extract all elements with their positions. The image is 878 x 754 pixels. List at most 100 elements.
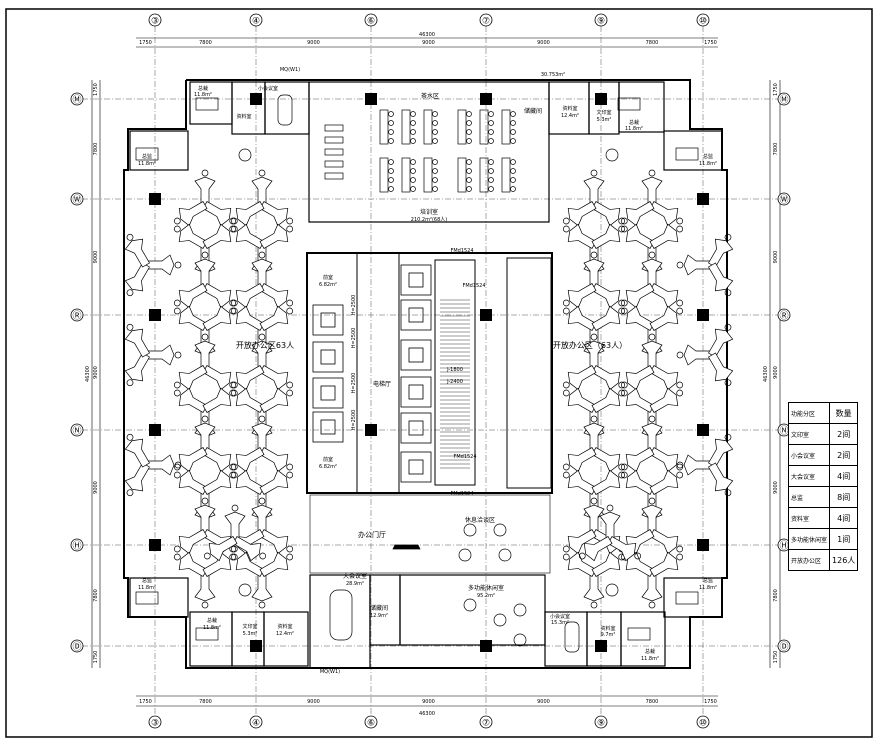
axis-label-row: Ⓜ: [72, 95, 81, 106]
chair: [410, 177, 416, 183]
chair: [410, 159, 416, 165]
elevator-cab: [408, 272, 424, 288]
bottom-dimension: 9000: [307, 699, 320, 705]
chair: [388, 177, 394, 183]
axis-label-column: ⑥: [367, 719, 375, 729]
chair: [410, 129, 416, 135]
room-area-lobby-b: 6.82m²: [319, 464, 337, 470]
meeting-table: [564, 621, 580, 653]
overall-width: 46300: [419, 32, 435, 38]
label-height-vertical: H=2500: [351, 373, 357, 394]
chair: [488, 111, 494, 117]
elevator-cab: [408, 420, 424, 436]
column: [149, 539, 161, 551]
axis-label-row: Ⓜ: [779, 95, 788, 106]
legend-row: 文印室 2间: [787, 423, 859, 445]
top-dimension: 9000: [537, 40, 550, 46]
room-area-archive-top-right: 12.4m²: [561, 113, 579, 119]
chair: [466, 168, 472, 174]
chair: [466, 186, 472, 192]
left-dimension: 9000: [93, 251, 99, 264]
chair: [510, 168, 516, 174]
chair: [488, 159, 494, 165]
round-table: [498, 548, 512, 562]
label-window: MQ(W1): [280, 67, 300, 73]
workstation: [620, 305, 684, 363]
room-label-open-office-right: 开放办公区（63人）: [553, 340, 627, 350]
axis-bubble: [364, 13, 378, 27]
elevator-cab: [320, 312, 336, 328]
meeting-table: [277, 94, 293, 126]
office-desk: [675, 147, 699, 161]
workstation: [230, 169, 294, 227]
chair: [432, 177, 438, 183]
label-height-vertical: H=2500: [351, 328, 357, 349]
round-table: [238, 148, 252, 162]
label-window: MQ(W1): [320, 669, 340, 675]
room-label-gm-top-left: 总裁: [198, 85, 208, 92]
elevator-cab: [408, 384, 424, 400]
workstation: [173, 251, 237, 309]
room-label-archive-top-right: 资料室: [562, 105, 577, 112]
legend-count: 4间: [829, 465, 859, 487]
elevator-cab: [408, 459, 424, 475]
room-area-large-meeting: 28.9m²: [346, 581, 364, 587]
legend-count: 2间: [829, 423, 859, 445]
axis-bubble: [70, 192, 84, 206]
axis-bubble: [70, 639, 84, 653]
label-fire-door: FMd1524: [453, 454, 476, 460]
room-area-multi-activity: 95.2m²: [477, 593, 495, 599]
overall-width-bottom: 46300: [419, 711, 435, 717]
elevator-car: [400, 376, 432, 408]
label-height: J-2400: [446, 379, 463, 385]
column: [250, 640, 262, 652]
axis-label-column: ⑦: [482, 719, 490, 729]
room-area-gm-top-left: 11.8m²: [194, 92, 212, 98]
legend-table: 功能分区 数量 文印室 2间 小会议室 2间 大会议室 4间 总监 8间 资料室…: [787, 402, 859, 571]
right-dimension: 1750: [773, 83, 779, 96]
legend-row: 开放办公区 126人: [787, 549, 859, 571]
axis-label-row: Ⓓ: [72, 642, 81, 653]
axis-label-column: ⑨: [597, 17, 605, 27]
elevator-car: [312, 411, 344, 443]
chair: [432, 159, 438, 165]
column: [365, 424, 377, 436]
axis-bubble: [148, 13, 162, 27]
axis-label-column: ⑩: [699, 719, 707, 729]
chair: [388, 111, 394, 117]
column: [480, 640, 492, 652]
chair: [410, 111, 416, 117]
axis-label-row: Ⓗ: [779, 541, 788, 552]
elevator-cab: [320, 385, 336, 401]
column: [697, 539, 709, 551]
round-table: [493, 523, 507, 537]
room-label-lobby-a: 前室: [323, 274, 333, 281]
legend-row: 大会议室 4间: [787, 465, 859, 487]
column: [149, 309, 161, 321]
elevator-car: [312, 341, 344, 373]
workstation: [676, 433, 734, 497]
chair: [466, 159, 472, 165]
room-label-office-lobby: 办公门厅: [358, 530, 386, 539]
top-dimension: 1750: [704, 40, 717, 46]
chair: [510, 159, 516, 165]
chair: [510, 120, 516, 126]
room-label-training: 培训室: [420, 208, 438, 216]
right-dimension: 9000: [773, 366, 779, 379]
axis-label-row: Ⓦ: [779, 195, 788, 206]
office-desk: [627, 627, 651, 641]
workstation: [230, 551, 294, 609]
bottom-dimension: 9000: [422, 699, 435, 705]
sheet-border: [5, 8, 873, 738]
chair: [466, 138, 472, 144]
axis-bubble: [70, 423, 84, 437]
training-desk: [479, 157, 489, 193]
chair: [510, 177, 516, 183]
workstation: [562, 251, 626, 309]
axis-bubble: [70, 92, 84, 106]
column: [595, 93, 607, 105]
chair: [388, 168, 394, 174]
room-area-print-top-right: 5.3m²: [597, 117, 612, 123]
legend-zone: 大会议室: [787, 465, 831, 487]
round-table: [458, 548, 472, 562]
